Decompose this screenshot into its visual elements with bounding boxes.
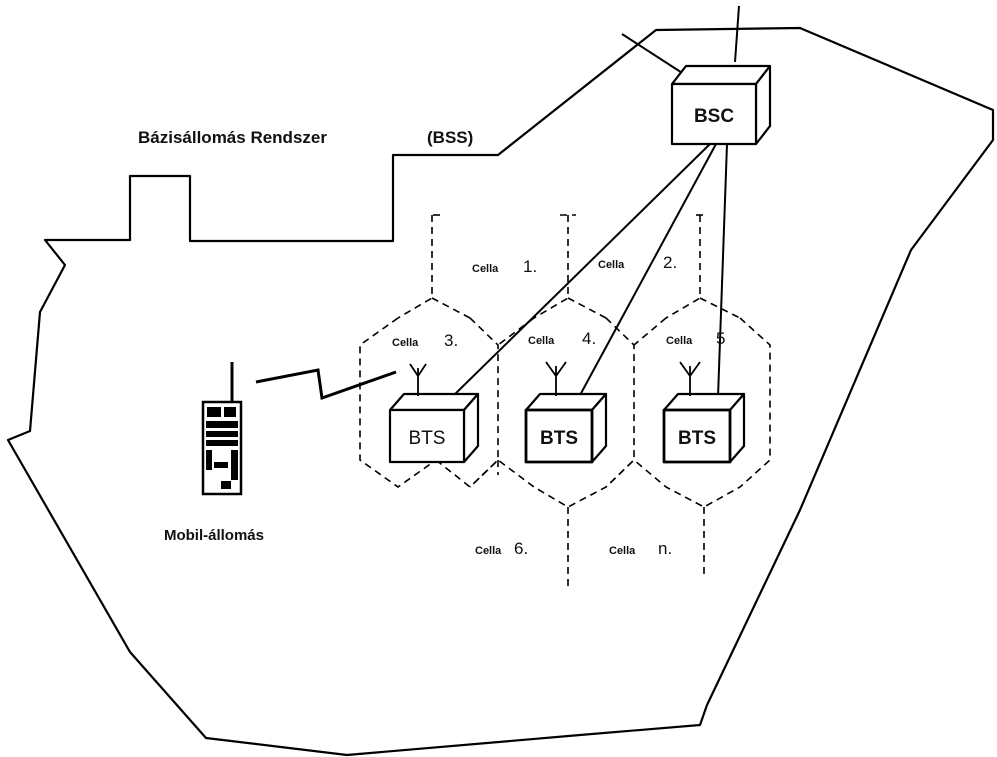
bts-box-icon: [662, 392, 746, 464]
cell-label-2: Cella 2.: [598, 253, 677, 272]
bss-title: Bázisállomás Rendszer: [138, 128, 327, 147]
svg-text:1.: 1.: [523, 257, 537, 276]
bsc-label: BSC: [694, 106, 734, 127]
svg-text:4.: 4.: [582, 329, 596, 348]
bsc-uplink-diagonal: [621, 33, 691, 79]
bts-label-1: BTS: [409, 428, 446, 449]
bss-region-outline: [6, 26, 995, 757]
bts-box-icon: [388, 392, 480, 464]
bts-label-3: BTS: [678, 428, 716, 449]
bsc-bts-link-2: [578, 143, 717, 398]
svg-text:Cella: Cella: [475, 545, 502, 557]
cell-label-3: Cella 3.: [392, 331, 458, 350]
svg-text:Cella: Cella: [528, 335, 555, 347]
svg-text:5: 5: [716, 329, 725, 348]
cell-label-6: Cella 6.: [475, 539, 528, 558]
svg-text:Cella: Cella: [666, 335, 693, 347]
antenna-icon: [545, 361, 567, 396]
svg-text:Cella: Cella: [392, 337, 419, 349]
bsc-bts-link-3: [717, 143, 728, 398]
antenna-icon: [409, 363, 427, 396]
bts-label-2: BTS: [540, 428, 578, 449]
cell-boundaries: [359, 214, 771, 590]
svg-text:3.: 3.: [444, 331, 458, 350]
antenna-icon: [679, 361, 701, 396]
svg-text:n.: n.: [658, 539, 672, 558]
bsc-bts-link-1: [451, 143, 711, 398]
bss-abbreviation: (BSS): [427, 128, 473, 147]
svg-text:Cella: Cella: [598, 259, 625, 271]
bsc-box-icon: [670, 64, 772, 146]
svg-text:Cella: Cella: [472, 263, 499, 275]
svg-text:Cella: Cella: [609, 545, 636, 557]
cell-label-5: Cella 5: [666, 329, 725, 348]
svg-text:2.: 2.: [663, 253, 677, 272]
mobile-station-label: Mobil-állomás: [164, 527, 264, 544]
cell-label-1: Cella 1.: [472, 257, 537, 276]
mobile-phone-icon: [201, 362, 243, 496]
cell-label-4: Cella 4.: [528, 329, 596, 348]
radio-link-icon: [255, 368, 397, 401]
bsc-uplink-vertical: [734, 5, 740, 63]
cell-label-n: Cella n.: [609, 539, 672, 558]
bts-box-icon: [524, 392, 608, 464]
svg-text:6.: 6.: [514, 539, 528, 558]
